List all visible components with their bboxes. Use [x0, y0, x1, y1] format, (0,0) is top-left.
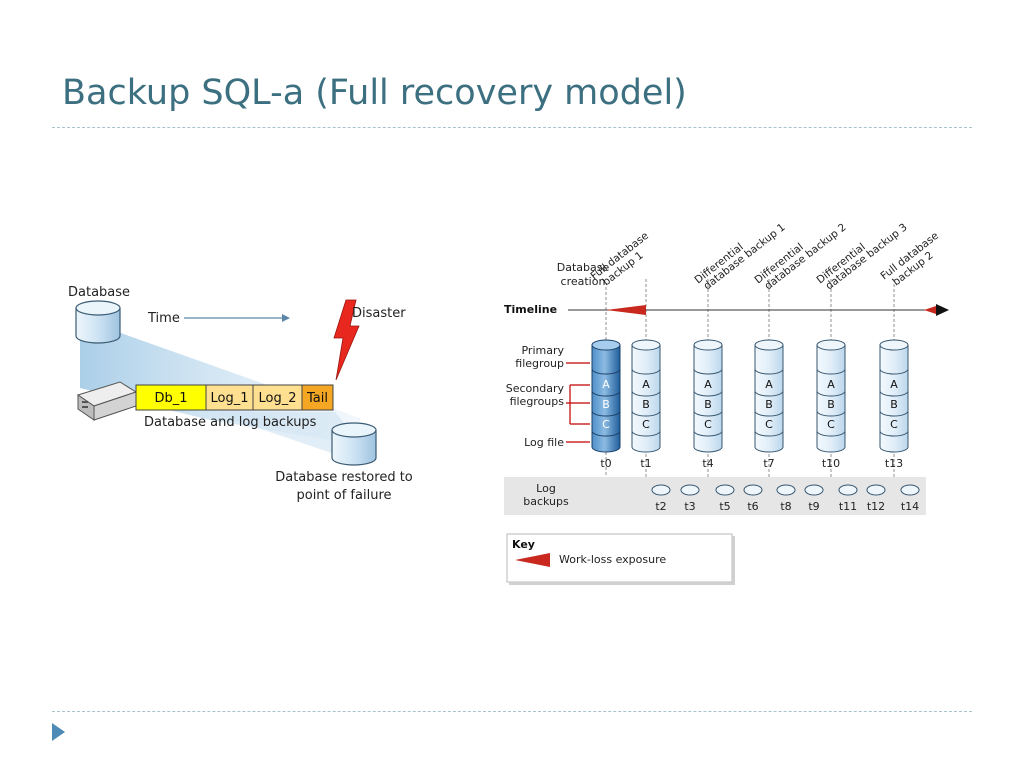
restored-caption-line1: Database restored to: [275, 470, 413, 485]
slide-navigation-arrow-icon: [52, 723, 65, 741]
segment-db-1: [135, 384, 207, 411]
time-label: t8: [780, 500, 791, 513]
filegroup-letter: C: [827, 418, 835, 431]
filegroup-letter: A: [602, 378, 610, 391]
time-arrow-icon: [184, 314, 290, 322]
log-backup-time-labels: t2 t3 t5 t6 t8 t9 t11 t12 t14: [655, 500, 919, 513]
filegroup-letter: B: [765, 398, 773, 411]
log-backup-disk-icon: [715, 484, 735, 496]
secondary-filegroups-line1: Secondary: [506, 382, 565, 395]
time-label: t13: [885, 457, 903, 470]
time-label: t10: [822, 457, 840, 470]
key-item-label: Work-loss exposure: [559, 553, 666, 566]
segment-label: Db_1: [154, 391, 187, 406]
time-label: t11: [839, 500, 857, 513]
cylinder-t1: A B C: [631, 339, 661, 453]
database-creation-line1: Database: [557, 261, 610, 274]
filegroup-letter: A: [827, 378, 835, 391]
database-creation-line2: creation: [561, 275, 606, 288]
log-backups-label-line2: backups: [523, 495, 569, 508]
time-label: t3: [684, 500, 695, 513]
disaster-label: Disaster: [352, 306, 406, 321]
filegroup-letter: B: [890, 398, 898, 411]
time-label: Time: [147, 311, 180, 326]
segment-label: Tail: [306, 391, 328, 406]
log-backups-band: [504, 477, 926, 515]
database-cylinder-icon: [75, 300, 121, 344]
event-labels: Full database backup 1 Differential data…: [588, 221, 941, 292]
time-label: t12: [867, 500, 885, 513]
log-file-label: Log file: [524, 436, 564, 449]
segment-tail: [301, 384, 334, 411]
log-backup-disk-icon: [776, 484, 796, 496]
time-label: t0: [600, 457, 611, 470]
backups-caption: Database and log backups: [144, 415, 317, 430]
log-backup-disk-icon: [866, 484, 886, 496]
filegroup-letter: A: [765, 378, 773, 391]
log-backup-disk-icon: [743, 484, 763, 496]
log-backup-disk-icon: [804, 484, 824, 496]
time-label: t1: [640, 457, 651, 470]
primary-filegroup-line2: filegroup: [515, 357, 564, 370]
filegroup-letter: C: [704, 418, 712, 431]
cylinder-t4: A B C: [693, 339, 723, 453]
filegroup-letter: A: [890, 378, 898, 391]
time-label: t4: [702, 457, 713, 470]
log-backup-disk-icon: [900, 484, 920, 496]
log-backup-disk-icon: [838, 484, 858, 496]
filegroup-letter: C: [602, 418, 610, 431]
segment-log-2: [252, 384, 303, 411]
time-label: t5: [719, 500, 730, 513]
restored-database-cylinder-icon: [331, 422, 377, 466]
cylinder-t7: A B C: [754, 339, 784, 453]
segment-label: Log_1: [211, 391, 249, 406]
key-title: Key: [512, 538, 535, 551]
cylinder-t0: A B C: [591, 339, 621, 453]
work-loss-exposure-icon: [515, 553, 550, 567]
work-loss-exposure-end-icon: [924, 306, 936, 314]
log-backup-disk-icon: [651, 484, 671, 496]
time-label: t2: [655, 500, 666, 513]
side-label-pointers: [566, 362, 590, 443]
restored-caption-line2: point of failure: [296, 488, 391, 503]
time-label: t6: [747, 500, 758, 513]
filegroup-letter: B: [602, 398, 610, 411]
backup-device-icon: [76, 381, 138, 421]
filegroup-letter: C: [890, 418, 898, 431]
log-backups-label-line1: Log: [536, 482, 556, 495]
filegroup-letter: C: [765, 418, 773, 431]
filegroup-letter: A: [704, 378, 712, 391]
filegroup-letter: B: [827, 398, 835, 411]
left-backup-diagram: Database Time Disaster Db_1 Log_1 Log_2 …: [68, 285, 413, 503]
filegroup-letter: B: [704, 398, 712, 411]
timeline-label: Timeline: [504, 303, 557, 316]
cylinder-t13: A B C: [879, 339, 909, 453]
filegroup-letter: C: [642, 418, 650, 431]
cylinder-t10: A B C: [816, 339, 846, 453]
filegroup-letter: A: [642, 378, 650, 391]
backup-segments: Db_1 Log_1 Log_2 Tail: [135, 384, 334, 411]
filegroup-letter: B: [642, 398, 650, 411]
time-label: t14: [901, 500, 919, 513]
key-legend: Key Work-loss exposure: [506, 533, 735, 585]
time-label: t7: [763, 457, 774, 470]
secondary-filegroups-line2: filegroups: [510, 395, 565, 408]
primary-filegroup-line1: Primary: [521, 344, 564, 357]
segment-log-1: [205, 384, 254, 411]
disaster-lightning-icon: [333, 299, 360, 381]
segment-label: Log_2: [259, 391, 297, 406]
database-label: Database: [68, 285, 130, 300]
log-backup-disk-icon: [680, 484, 700, 496]
footer-divider: [52, 711, 972, 712]
time-label: t9: [808, 500, 819, 513]
title-divider: [52, 127, 972, 128]
cylinder-time-labels: t0 t1 t4 t7 t10 t13: [600, 457, 903, 470]
right-timeline-diagram: Full database backup 1 Differential data…: [504, 221, 949, 585]
timeline-arrow-icon: [936, 304, 949, 316]
log-backup-disks: [651, 484, 920, 496]
slide-title: Backup SQL-a (Full recovery model): [62, 73, 687, 113]
work-loss-exposure-start-icon: [606, 305, 646, 315]
